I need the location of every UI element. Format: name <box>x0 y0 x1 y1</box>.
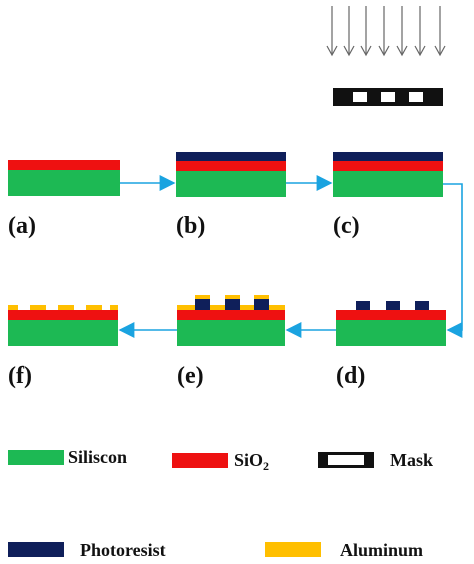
arrow-c-to-d <box>443 183 463 338</box>
legend-label-aluminum: Aluminum <box>340 540 423 560</box>
legend-swatch-sio2 <box>172 453 228 468</box>
photomask <box>333 88 443 106</box>
legend-mask: Mask <box>318 450 433 470</box>
label-e: (e) <box>177 363 204 389</box>
step-e-stack <box>177 295 285 346</box>
legend-siliscon: Siliscon <box>8 447 127 467</box>
step-a-stack <box>8 160 120 196</box>
label-c: (c) <box>333 213 360 239</box>
legend-swatch-siliscon <box>8 450 64 465</box>
legend-label-sio2-main: SiO <box>234 450 263 470</box>
legend-photoresist: Photoresist <box>8 540 166 560</box>
uv-light-arrows <box>326 6 446 57</box>
step-c-stack <box>333 152 443 197</box>
legend-label-photoresist: Photoresist <box>80 540 166 560</box>
legend-label-mask: Mask <box>390 450 433 470</box>
step-d-stack <box>336 301 446 346</box>
label-b: (b) <box>176 213 205 239</box>
legend-sio2: SiO2 <box>172 450 269 473</box>
legend-swatch-aluminum <box>265 542 321 557</box>
legend-label-sio2-sub: 2 <box>263 459 269 473</box>
label-d: (d) <box>336 363 365 389</box>
label-a: (a) <box>8 213 36 239</box>
step-f-stack <box>8 305 118 346</box>
label-f: (f) <box>8 363 32 389</box>
legend-label-sio2: SiO2 <box>234 450 269 473</box>
flow-arrows <box>118 175 463 338</box>
step-b-stack <box>176 152 286 197</box>
step-labels: (a) (b) (c) (d) (e) (f) <box>8 213 365 389</box>
legend-aluminum: Aluminum <box>265 540 423 560</box>
legend-swatch-photoresist <box>8 542 64 557</box>
legend-label-siliscon: Siliscon <box>68 447 127 467</box>
